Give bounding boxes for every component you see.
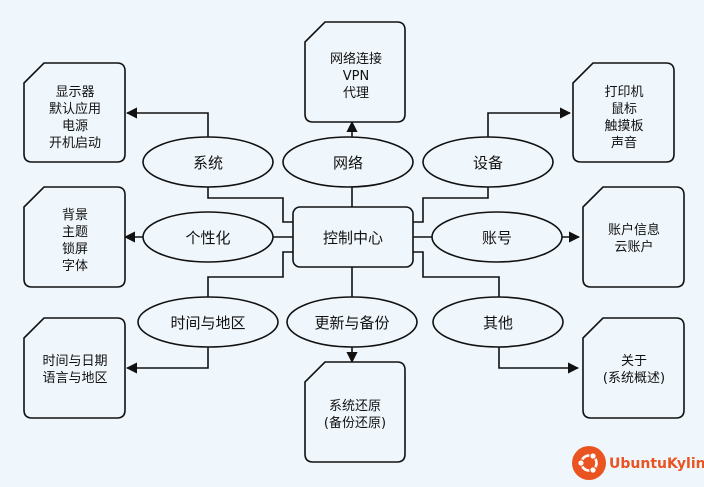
card-network-line-1: 网络连接	[330, 51, 382, 67]
card-datetime-line-2: 语言与地区	[42, 371, 107, 386]
card-devices-line-3: 触摸板	[604, 119, 643, 134]
category-personalize: 个性化	[142, 211, 274, 263]
card-devices: 打印机 鼠标 触摸板 声音	[572, 62, 675, 163]
connector-datetime	[125, 251, 293, 374]
category-network-label: 网络	[333, 154, 363, 172]
category-system: 系统	[142, 136, 274, 188]
card-personalize: 背景 主题 锁屏 字体	[23, 186, 126, 288]
category-other-label: 其他	[483, 314, 513, 332]
center-node: 控制中心	[292, 206, 414, 268]
category-account: 账号	[431, 211, 563, 263]
category-datetime: 时间与地区	[137, 296, 279, 348]
category-update-label: 更新与备份	[314, 314, 389, 332]
ubuntukylin-logo-icon	[572, 446, 606, 480]
connector-other	[413, 251, 580, 374]
card-datetime-line-1: 时间与日期	[42, 354, 107, 369]
card-devices-line-1: 打印机	[604, 85, 643, 100]
card-update-line-1: 系统还原	[329, 399, 381, 414]
category-system-label: 系统	[193, 154, 223, 172]
card-update: 系统还原 (备份还原)	[304, 361, 406, 463]
card-personalize-line-4: 字体	[62, 259, 88, 274]
card-personalize-line-1: 背景	[62, 208, 88, 223]
category-account-label: 账号	[482, 229, 512, 247]
card-personalize-line-2: 主题	[62, 225, 88, 240]
card-personalize-line-3: 锁屏	[62, 241, 88, 257]
card-account-line-1: 账户信息	[608, 222, 660, 238]
ubuntukylin-logo-text: UbuntuKylin	[609, 456, 704, 472]
card-devices-line-4: 声音	[611, 135, 637, 151]
card-system-line-4: 开机启动	[49, 136, 101, 151]
card-system-line-2: 默认应用	[49, 101, 101, 117]
card-datetime: 时间与日期 语言与地区	[23, 317, 126, 419]
connector-system	[125, 107, 293, 223]
card-network-line-2: VPN	[343, 69, 369, 84]
card-system: 显示器 默认应用 电源 开机启动	[23, 62, 126, 163]
card-devices-line-2: 鼠标	[611, 102, 637, 117]
card-update-line-2: (备份还原)	[324, 415, 386, 431]
card-account: 账户信息 云账户	[582, 186, 685, 288]
category-devices-label: 设备	[473, 154, 503, 172]
card-other-line-2: (系统概述)	[603, 371, 665, 386]
category-network: 网络	[282, 136, 414, 188]
card-other: 关于 (系统概述)	[582, 317, 685, 419]
card-other-line-1: 关于	[621, 354, 647, 369]
category-datetime-label: 时间与地区	[170, 314, 245, 332]
connector-devices	[413, 107, 572, 223]
category-other: 其他	[432, 296, 564, 348]
category-devices: 设备	[422, 136, 554, 188]
ubuntukylin-logo: UbuntuKylin	[572, 446, 704, 480]
center-label: 控制中心	[323, 229, 383, 247]
category-personalize-label: 个性化	[185, 229, 230, 247]
card-network: 网络连接 VPN 代理	[304, 21, 406, 123]
card-network-line-3: 代理	[343, 86, 369, 101]
category-update: 更新与备份	[286, 296, 418, 348]
card-system-line-1: 显示器	[55, 85, 94, 100]
card-system-line-3: 电源	[62, 119, 88, 134]
card-account-line-2: 云账户	[614, 239, 653, 255]
